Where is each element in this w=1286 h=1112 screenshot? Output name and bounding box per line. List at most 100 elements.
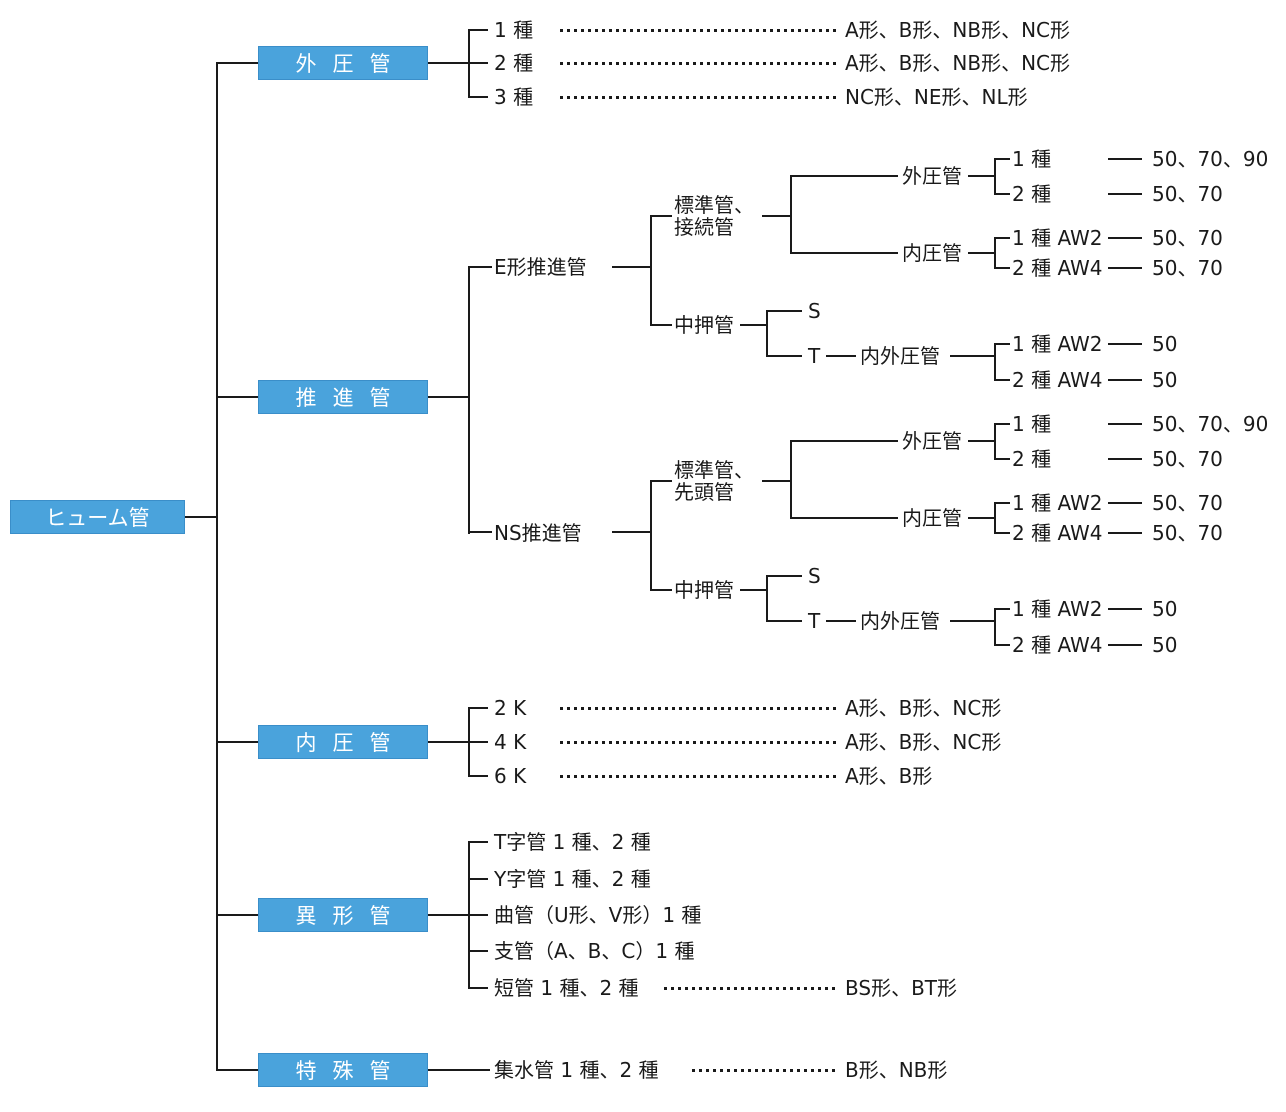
connector-line [826, 355, 856, 357]
connector-line [994, 502, 1010, 504]
dot-leader [692, 1069, 836, 1072]
connector-line [994, 379, 1010, 381]
connector-line [994, 267, 1010, 269]
connector-line [740, 589, 768, 591]
tree-leaf-value: A形、B形、NB形、NC形 [845, 18, 1071, 42]
tree-leaf-value: 50、70 [1152, 226, 1223, 250]
connector-line [766, 575, 802, 577]
tree-leaf-label: 曲管（U形、V形）1 種 [494, 903, 702, 927]
ns-inner-outer-label: 内外圧管 [860, 609, 940, 633]
e-midpush-label: 中押管 [674, 313, 734, 337]
tree-leaf-value: A形、B形、NB形、NC形 [845, 51, 1071, 75]
tree-leaf-label: 3 種 [494, 85, 534, 109]
tree-leaf-value: A形、B形、NC形 [845, 696, 1002, 720]
connector-line [790, 252, 898, 254]
connector-line [950, 355, 996, 357]
node-outer-pressure-pipe: 外圧管 [258, 46, 428, 80]
connector-line [216, 396, 258, 398]
connector-line [468, 841, 488, 843]
node-fitting-pipe: 異形管 [258, 898, 428, 932]
node-special-pipe: 特殊管 [258, 1053, 428, 1087]
connector-line [216, 1069, 258, 1071]
connector-line [612, 266, 652, 268]
tree-leaf-label: 1 種 AW2 [1012, 332, 1103, 356]
connector-line [994, 158, 1010, 160]
tree-leaf-label: 1 種 [494, 18, 534, 42]
connector-line [1108, 458, 1142, 460]
tree-leaf-label: 2 種 [494, 51, 534, 75]
tree-leaf-value: 50、70 [1152, 182, 1223, 206]
connector-line [994, 423, 1010, 425]
tree-leaf-value: 50 [1152, 368, 1178, 392]
connector-line [994, 608, 1010, 610]
e-standard-label-line2: 接続管 [674, 215, 734, 239]
connector-line [468, 29, 488, 31]
connector-line [994, 502, 996, 534]
connector-line [994, 644, 1010, 646]
connector-line [216, 62, 218, 1071]
tree-leaf-label: Y字管 1 種、2 種 [494, 867, 651, 891]
dot-leader [560, 775, 836, 778]
connector-line [994, 608, 996, 646]
ns-inner-label: 内圧管 [902, 506, 962, 530]
e-jacking-label: E形推進管 [494, 255, 587, 279]
connector-line [968, 440, 996, 442]
connector-line [1108, 608, 1142, 610]
node-fitting-label: 異形管 [295, 904, 407, 928]
tree-leaf-label: 4 K [494, 730, 527, 754]
e-midpush-t-label: T [808, 344, 821, 368]
connector-line [650, 589, 672, 591]
connector-line [1108, 532, 1142, 534]
tree-leaf-value: A形、B形 [845, 764, 933, 788]
tree-leaf-label: 1 種 AW2 [1012, 491, 1103, 515]
connector-line [468, 707, 470, 777]
tree-leaf-label: 短管 1 種、2 種 [494, 976, 639, 1000]
ns-jacking-label: NS推進管 [494, 521, 582, 545]
connector-line [428, 62, 488, 64]
tree-leaf-value: A形、B形、NC形 [845, 730, 1002, 754]
connector-line [428, 914, 488, 916]
connector-line [1108, 267, 1142, 269]
connector-line [790, 175, 792, 254]
tree-leaf-label: 2 種 AW4 [1012, 368, 1103, 392]
connector-line [650, 480, 672, 482]
tree-leaf-value: BS形、BT形 [845, 976, 958, 1000]
connector-line [216, 62, 258, 64]
connector-line [968, 517, 996, 519]
connector-line [1108, 343, 1142, 345]
connector-line [994, 343, 996, 381]
node-inner-pressure-pipe: 内圧管 [258, 725, 428, 759]
connector-line [1108, 502, 1142, 504]
connector-line [994, 193, 1010, 195]
tree-leaf-value: 50、70 [1152, 521, 1223, 545]
e-standard-label-line1: 標準管、 [674, 193, 754, 217]
connector-line [994, 532, 1010, 534]
tree-leaf-label: 集水管 1 種、2 種 [494, 1058, 659, 1082]
connector-line [766, 310, 768, 357]
connector-line [185, 516, 218, 518]
connector-line [468, 266, 470, 534]
connector-line [650, 324, 672, 326]
connector-line [766, 620, 802, 622]
dot-leader [560, 96, 836, 99]
connector-line [994, 423, 996, 460]
connector-line [468, 707, 488, 709]
node-inner-pressure-label: 内圧管 [295, 731, 407, 755]
connector-line [650, 215, 652, 326]
tree-leaf-label: 1 種 [1012, 412, 1052, 436]
tree-leaf-label: 2 種 [1012, 182, 1052, 206]
tree-leaf-value: 50 [1152, 597, 1178, 621]
connector-line [468, 775, 488, 777]
connector-line [216, 914, 258, 916]
connector-line [428, 1069, 490, 1071]
connector-line [468, 841, 470, 989]
dot-leader [664, 987, 836, 990]
connector-line [994, 158, 996, 195]
connector-line [740, 324, 768, 326]
connector-line [1108, 237, 1142, 239]
connector-line [468, 531, 492, 533]
connector-line [950, 620, 996, 622]
tree-leaf-label: 2 種 AW4 [1012, 521, 1103, 545]
node-jacking-pipe: 推進管 [258, 380, 428, 414]
